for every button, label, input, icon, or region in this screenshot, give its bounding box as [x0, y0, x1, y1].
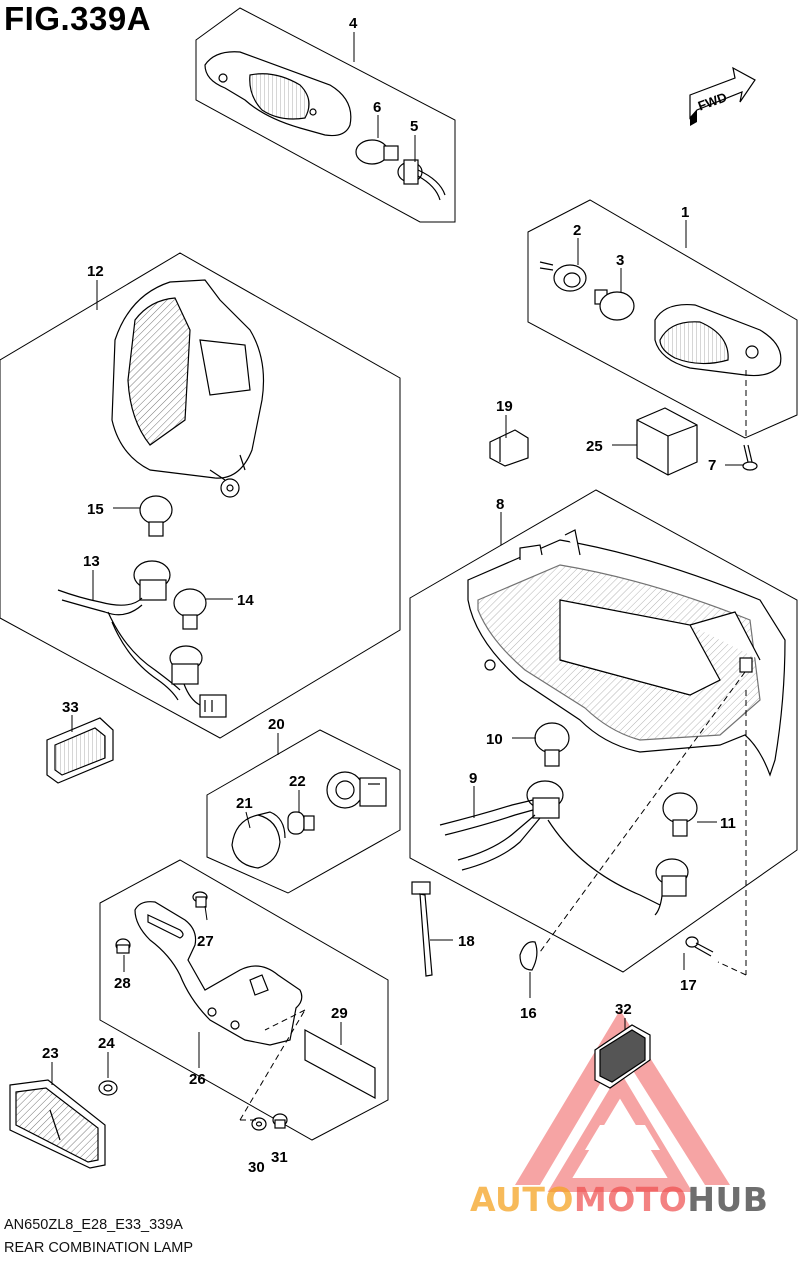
reflector-32	[594, 1024, 651, 1089]
label-17: 17	[680, 977, 697, 994]
label-33: 33	[62, 699, 79, 716]
label-26: 26	[189, 1071, 206, 1088]
bulb-11	[662, 792, 698, 837]
dashed-guides	[239, 370, 747, 1121]
license-housing	[111, 279, 265, 498]
turn-signal-lens	[204, 51, 352, 137]
bulb-3	[594, 289, 635, 321]
label-24: 24	[98, 1035, 115, 1052]
label-22: 22	[289, 773, 306, 790]
label-19: 19	[496, 398, 513, 415]
label-2: 2	[573, 222, 581, 239]
box-license-housing	[0, 252, 401, 739]
label-25: 25	[586, 438, 603, 455]
socket-11	[654, 858, 689, 916]
figure-code: AN650ZL8_E28_E33_339A	[4, 1217, 183, 1233]
nut-27	[192, 891, 208, 908]
label-18: 18	[458, 933, 475, 950]
figure-title: FIG.339A	[4, 0, 152, 37]
box-bracket	[99, 859, 389, 1141]
leader-lines	[51, 32, 744, 1085]
label-30: 30	[248, 1159, 265, 1176]
socket-2	[539, 261, 587, 292]
reflector-23	[9, 1079, 106, 1169]
bulb-22	[287, 811, 315, 835]
label-31: 31	[271, 1149, 288, 1166]
nut-31	[272, 1113, 288, 1129]
washer-30	[251, 1117, 267, 1131]
label-12: 12	[87, 263, 104, 280]
label-7: 7	[708, 457, 716, 474]
rear-turn-lens	[654, 303, 782, 377]
grommet-28	[115, 938, 131, 954]
reflector-33	[46, 717, 114, 784]
cable-tie-18	[411, 881, 433, 977]
label-11: 11	[720, 815, 736, 832]
bulb-6	[355, 139, 399, 165]
lens-21	[231, 811, 286, 869]
label-1: 1	[681, 204, 689, 221]
figure-name: REAR COMBINATION LAMP	[4, 1240, 194, 1256]
part-labels: 4 6 5 1 2 3 7 25 19 12 15 13 14 33 20 22…	[42, 15, 736, 1176]
label-14: 14	[237, 592, 254, 609]
label-21: 21	[236, 795, 253, 812]
box-tail-lamp	[409, 489, 798, 973]
nut-24	[98, 1080, 118, 1096]
box-front-turn-signal	[195, 7, 456, 223]
label-6: 6	[373, 99, 381, 116]
label-20: 20	[268, 716, 285, 733]
label-29: 29	[331, 1005, 348, 1022]
harness-9	[439, 780, 661, 906]
label-27: 27	[197, 933, 214, 950]
label-23: 23	[42, 1045, 59, 1062]
label-13: 13	[83, 553, 100, 570]
tail-lamp-housing	[467, 529, 786, 777]
socket-5	[397, 159, 446, 201]
fwd-arrow-icon	[689, 66, 756, 126]
box-rear-turn-signal	[527, 199, 798, 439]
bracket-26	[134, 901, 303, 1046]
bulb-10	[534, 722, 570, 767]
socket-20	[326, 771, 387, 809]
label-16: 16	[520, 1005, 537, 1022]
label-32: 32	[615, 1001, 632, 1018]
label-15: 15	[87, 501, 104, 518]
screw-17	[685, 936, 714, 957]
label-3: 3	[616, 252, 624, 269]
label-10: 10	[486, 731, 503, 748]
harness-13	[57, 560, 227, 718]
screw-7	[742, 444, 758, 471]
plate-29	[304, 1028, 376, 1100]
label-4: 4	[349, 15, 358, 32]
clip-19	[489, 429, 529, 467]
label-8: 8	[496, 496, 504, 513]
bulb-15	[139, 495, 173, 537]
watermark-logo: AUTOMOTOHUB	[470, 1180, 769, 1219]
label-9: 9	[469, 770, 477, 787]
label-28: 28	[114, 975, 131, 992]
relay-25	[636, 407, 698, 476]
label-5: 5	[410, 118, 418, 135]
cap-16	[519, 941, 538, 971]
box-license-lamp	[206, 729, 401, 894]
bulb-14	[173, 588, 207, 630]
